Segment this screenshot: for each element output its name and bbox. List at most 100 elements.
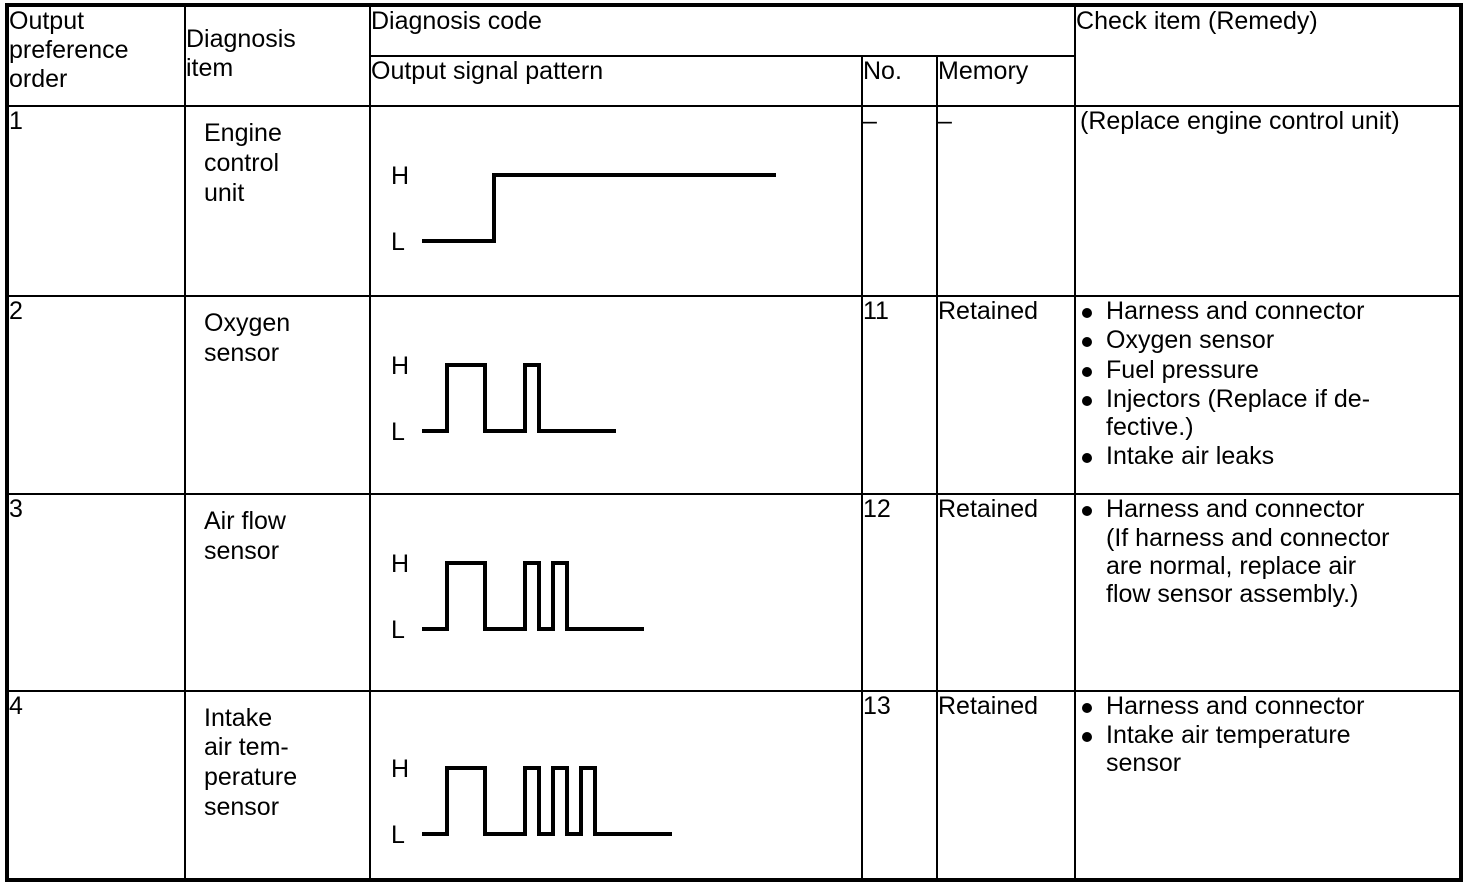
- check-item-bullet: Injectors (Replace if de-fective.): [1076, 385, 1459, 442]
- check-item-text: Oxygen sensor: [1106, 326, 1275, 355]
- bullet-icon: [1082, 453, 1093, 464]
- bullet-icon: [1082, 308, 1093, 319]
- waveform-label-low: L: [391, 228, 405, 256]
- waveform-trace: [422, 561, 644, 632]
- cell-output-preference-order: 1: [6, 104, 186, 298]
- waveform-label-high: H: [391, 550, 409, 578]
- header-output-signal-pattern: Output signal pattern: [369, 55, 863, 107]
- cell-diagnosis-no: 13: [861, 689, 938, 882]
- header-no: No.: [861, 55, 938, 107]
- cell-diagnosis-no: 11: [861, 295, 938, 496]
- header-output-preference-order: Output preference order: [6, 4, 186, 107]
- text-line: sensor: [204, 537, 280, 566]
- text-line: Air flow: [204, 507, 286, 536]
- text-line: Intake: [204, 703, 273, 732]
- header-diagnosis-item: Diagnosis item: [184, 4, 371, 107]
- check-item-bullet: Harness and connector: [1076, 692, 1459, 720]
- cell-diagnosis-no: –: [861, 104, 938, 298]
- waveform-trace: [422, 173, 776, 243]
- bullet-icon: [1082, 395, 1093, 406]
- signal-waveform: HL: [391, 755, 672, 849]
- cell-check-item-remedy: Harness and connector(If harness and con…: [1074, 493, 1463, 692]
- check-item-text: Harness and connector: [1106, 297, 1365, 326]
- cell-output-preference-order: 4: [6, 689, 186, 882]
- waveform-label-high: H: [391, 755, 409, 783]
- cell-diagnosis-no: 12: [861, 493, 938, 692]
- check-item-text: Intake air leaks: [1106, 442, 1275, 471]
- check-item-text: (Replace engine control unit): [1080, 107, 1400, 135]
- header-row-top: Output preference order Diagnosis item D…: [6, 4, 1463, 107]
- check-item-text: Fuel pressure: [1106, 355, 1259, 384]
- cell-memory: Retained: [935, 493, 1077, 692]
- text-line: sensor: [204, 792, 280, 821]
- header-line: Diagnosis: [186, 25, 296, 53]
- signal-waveform: HL: [391, 550, 644, 644]
- header-line: order: [9, 65, 68, 93]
- text-line: control: [204, 148, 280, 177]
- text-line: sensor: [204, 338, 280, 367]
- waveform-trace: [422, 765, 672, 836]
- bullet-icon: [1082, 337, 1093, 348]
- header-check-item-remedy: Check item (Remedy): [1074, 4, 1463, 107]
- waveform-label-high: H: [391, 162, 409, 190]
- text-line: unit: [204, 178, 245, 207]
- check-item-text: Harness and connector(If harness and con…: [1106, 495, 1390, 609]
- check-item-text: Harness and connector: [1106, 691, 1365, 720]
- bullet-icon: [1082, 702, 1093, 713]
- check-item-bullet: Fuel pressure: [1076, 356, 1459, 384]
- waveform-label-high: H: [391, 352, 409, 380]
- table-header: Output preference order Diagnosis item D…: [6, 4, 1463, 107]
- bullet-icon: [1082, 366, 1093, 377]
- text-line: perature: [204, 763, 298, 792]
- check-item-bullet: Intake air leaks: [1076, 442, 1459, 470]
- waveform-label-low: L: [391, 418, 405, 446]
- diagnosis-code-table: Output preference order Diagnosis item D…: [5, 3, 1464, 882]
- text-line: air tem-: [204, 733, 289, 762]
- header-row-sub: Output signal pattern No. Memory: [7, 55, 1461, 107]
- header-line: preference: [9, 36, 129, 64]
- bullet-icon: [1082, 506, 1093, 517]
- waveform-trace: [422, 363, 616, 434]
- header-memory: Memory: [935, 55, 1077, 107]
- header-line: Output: [9, 7, 85, 35]
- signal-waveform: HL: [391, 352, 616, 446]
- bullet-icon: [1082, 731, 1093, 742]
- waveform-label-low: L: [391, 616, 405, 644]
- cell-output-preference-order: 2: [6, 295, 186, 496]
- check-item-bullet: Harness and connector: [1076, 297, 1459, 325]
- check-item-bullet: Oxygen sensor: [1076, 326, 1459, 354]
- header-line: item: [186, 54, 234, 82]
- check-item-text: Injectors (Replace if de-fective.): [1106, 384, 1371, 442]
- text-line: Engine: [204, 119, 282, 147]
- cell-check-item-remedy: (Replace engine control unit): [1074, 104, 1463, 298]
- check-item-bullet: Harness and connector(If harness and con…: [1076, 495, 1459, 608]
- cell-output-preference-order: 3: [6, 493, 186, 692]
- header-diagnosis-code: Diagnosis code: [368, 4, 1077, 57]
- waveform-label-low: L: [391, 821, 405, 849]
- signal-waveform: HL: [391, 162, 776, 256]
